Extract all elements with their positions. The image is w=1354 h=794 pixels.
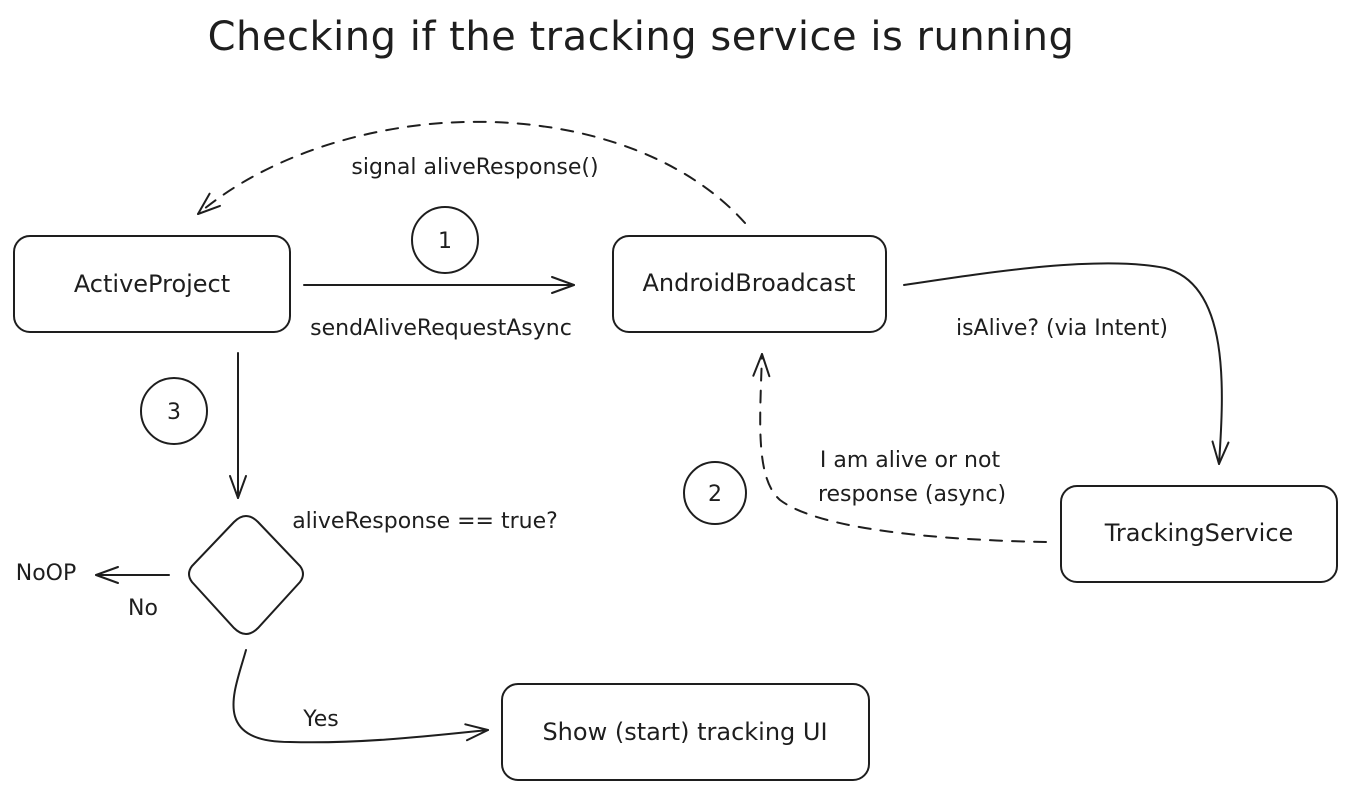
no-label: No (128, 596, 158, 621)
decision-diamond (188, 514, 304, 636)
step-1-marker: 1 (411, 206, 479, 274)
active-project-label: ActiveProject (74, 270, 230, 298)
node-android-broadcast: AndroidBroadcast (612, 235, 887, 333)
android-broadcast-label: AndroidBroadcast (642, 269, 855, 297)
step-3-marker: 3 (140, 377, 208, 445)
step-1-label: 1 (438, 229, 452, 254)
step-3-label: 3 (167, 400, 181, 425)
alive-reply-arrow (752, 353, 1047, 543)
diagram-title: Checking if the tracking service is runn… (208, 14, 1075, 60)
signal-alive-response-label: signal aliveResponse() (351, 155, 598, 180)
show-tracking-ui-label: Show (start) tracking UI (542, 718, 827, 746)
yes-arrow (232, 649, 489, 744)
is-alive-label: isAlive? (via Intent) (956, 316, 1168, 341)
step-2-label: 2 (708, 482, 722, 507)
tracking-service-label: TrackingService (1104, 519, 1294, 547)
yes-label: Yes (302, 707, 339, 732)
step-2-marker: 2 (683, 461, 747, 525)
node-active-project: ActiveProject (13, 235, 291, 333)
node-tracking-service: TrackingService (1060, 485, 1338, 583)
is-alive-arrow (903, 262, 1230, 465)
noop-label: NoOP (16, 561, 77, 586)
send-alive-request-label: sendAliveRequestAsync (310, 316, 572, 341)
decision-question-label: aliveResponse == true? (292, 509, 558, 534)
node-show-tracking-ui: Show (start) tracking UI (501, 683, 870, 781)
alive-reply-label-line2: response (async) (818, 482, 1006, 507)
signal-alive-response-arrow (197, 120, 746, 224)
alive-reply-label-line1: I am alive or not (820, 448, 1001, 473)
